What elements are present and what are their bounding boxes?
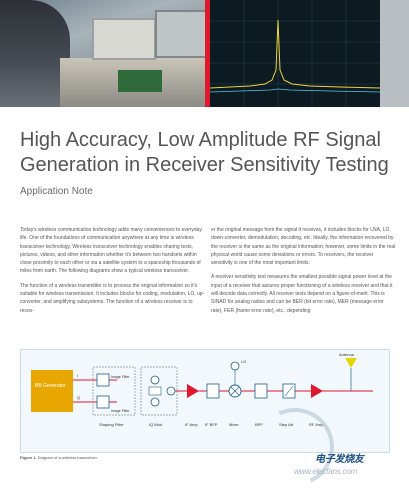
right-column: er the original message from the signal … xyxy=(211,226,396,321)
block-label: Shaping Filter xyxy=(99,422,124,427)
figure-caption: Figure 1. Diagram of a wireless transcei… xyxy=(20,455,98,460)
paragraph: Today's wireless communication technolog… xyxy=(20,227,202,275)
watermark-logo: 电子发烧友 xyxy=(315,454,364,465)
left-column: Today's wireless communication technolog… xyxy=(20,226,205,321)
image-filter-icon xyxy=(96,373,110,387)
image-filter-icon xyxy=(96,395,110,409)
circuit-board xyxy=(118,70,162,92)
page-title: High Accuracy, Low Amplitude RF Signal G… xyxy=(20,129,389,176)
image-filter-label: Image Filter xyxy=(111,375,130,379)
lo-icon xyxy=(230,361,240,371)
i-label: I xyxy=(77,373,78,378)
lab-bench-photo xyxy=(0,0,205,107)
engineer-figure xyxy=(0,0,70,107)
block-label: RF Amp xyxy=(309,422,324,427)
antenna-label: Antenna xyxy=(339,352,355,357)
bb-generator-label: BB Generator xyxy=(35,383,66,389)
block-label: BPF xyxy=(255,422,263,427)
mixer-icon xyxy=(150,375,160,385)
if-amp-icon xyxy=(187,384,199,398)
block-label: Mixer xyxy=(229,422,239,427)
block-label: IQ Mod xyxy=(149,422,162,427)
paragraph: A receiver sensitivity test measures the… xyxy=(211,274,393,314)
header-banner xyxy=(0,0,409,107)
caption-text: Diagram of a wireless transceiver. xyxy=(37,455,98,460)
paragraph: The function of a wireless transmitter i… xyxy=(20,282,205,314)
instrument-box-2 xyxy=(155,10,205,58)
mixer-icon xyxy=(150,397,160,407)
instrument-side-panel xyxy=(380,0,409,107)
block-label: IF BFP xyxy=(205,422,218,427)
bpf-icon xyxy=(254,383,268,399)
rf-amp-icon xyxy=(311,384,323,398)
transceiver-diagram: BB Generator I Q Image Filter Image Filt… xyxy=(20,349,390,453)
spectrum-analyzer-screen xyxy=(210,0,409,107)
bb-generator-block xyxy=(31,370,73,412)
lo-label: LO xyxy=(241,359,246,364)
block-label: Step Att xyxy=(279,422,294,427)
paragraph: er the original message from the signal … xyxy=(211,227,396,267)
image-filter-label: Image Filter xyxy=(111,409,130,413)
block-diagram: BB Generator I Q Image Filter Image Filt… xyxy=(31,352,373,427)
q-label: Q xyxy=(77,395,80,400)
shaping-filter-group xyxy=(92,366,136,416)
summer-icon xyxy=(166,386,176,396)
spectrum-trace xyxy=(210,0,381,107)
figure-number: Figure 1. xyxy=(20,455,37,460)
document-type: Application Note xyxy=(20,186,93,197)
instrument-box xyxy=(92,18,156,60)
watermark-url: www.elecfans.com xyxy=(294,467,358,476)
block-label: IF Amp xyxy=(185,422,198,427)
antenna-icon xyxy=(345,358,357,368)
if-bpf-icon xyxy=(206,383,220,399)
phase-shifter-icon xyxy=(148,386,162,396)
accent-strip xyxy=(205,0,210,107)
